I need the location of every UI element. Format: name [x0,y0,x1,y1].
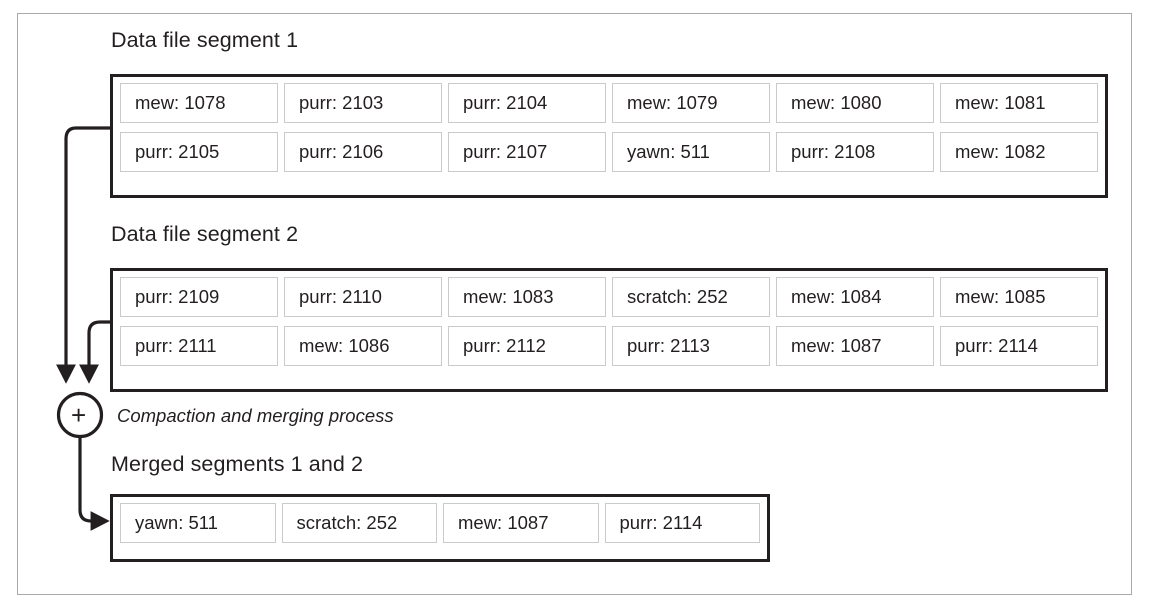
data-cell: yawn: 511 [612,132,770,172]
data-cell: purr: 2106 [284,132,442,172]
data-cell: mew: 1082 [940,132,1098,172]
data-cell: mew: 1087 [776,326,934,366]
data-cell: purr: 2104 [448,83,606,123]
data-cell: purr: 2108 [776,132,934,172]
merged-segments-box: yawn: 511 scratch: 252 mew: 1087 purr: 2… [110,494,770,562]
data-cell: mew: 1087 [443,503,599,543]
segment-1-box: mew: 1078 purr: 2103 purr: 2104 mew: 107… [110,74,1108,198]
segment-1-row-1: mew: 1078 purr: 2103 purr: 2104 mew: 107… [120,83,1098,123]
data-cell: mew: 1084 [776,277,934,317]
data-cell: yawn: 511 [120,503,276,543]
data-cell: purr: 2110 [284,277,442,317]
segment-2-row-1: purr: 2109 purr: 2110 mew: 1083 scratch:… [120,277,1098,317]
data-cell: purr: 2114 [604,503,760,543]
data-cell: mew: 1081 [940,83,1098,123]
data-cell: purr: 2107 [448,132,606,172]
data-cell: scratch: 252 [612,277,770,317]
data-cell: mew: 1086 [284,326,442,366]
data-cell: purr: 2105 [120,132,278,172]
segment-1-row-2: purr: 2105 purr: 2106 purr: 2107 yawn: 5… [120,132,1098,172]
compaction-process-caption: Compaction and merging process [117,405,394,426]
merged-row-1: yawn: 511 scratch: 252 mew: 1087 purr: 2… [120,503,760,543]
data-cell: scratch: 252 [281,503,437,543]
data-cell: mew: 1078 [120,83,278,123]
data-cell: mew: 1083 [448,277,606,317]
data-cell: purr: 2112 [448,326,606,366]
segment-1-title: Data file segment 1 [111,28,299,52]
data-cell: mew: 1080 [776,83,934,123]
merged-segments-title: Merged segments 1 and 2 [111,452,364,476]
data-cell: mew: 1079 [612,83,770,123]
segment-2-title: Data file segment 2 [111,222,299,246]
segment-2-row-2: purr: 2111 mew: 1086 purr: 2112 purr: 21… [120,326,1098,366]
data-cell: purr: 2109 [120,277,278,317]
merge-node-plus-symbol: + [71,400,87,430]
segment-2-box: purr: 2109 purr: 2110 mew: 1083 scratch:… [110,268,1108,392]
data-cell: purr: 2111 [120,326,278,366]
data-cell: purr: 2114 [940,326,1098,366]
data-cell: purr: 2103 [284,83,442,123]
data-cell: purr: 2113 [612,326,770,366]
data-cell: mew: 1085 [940,277,1098,317]
